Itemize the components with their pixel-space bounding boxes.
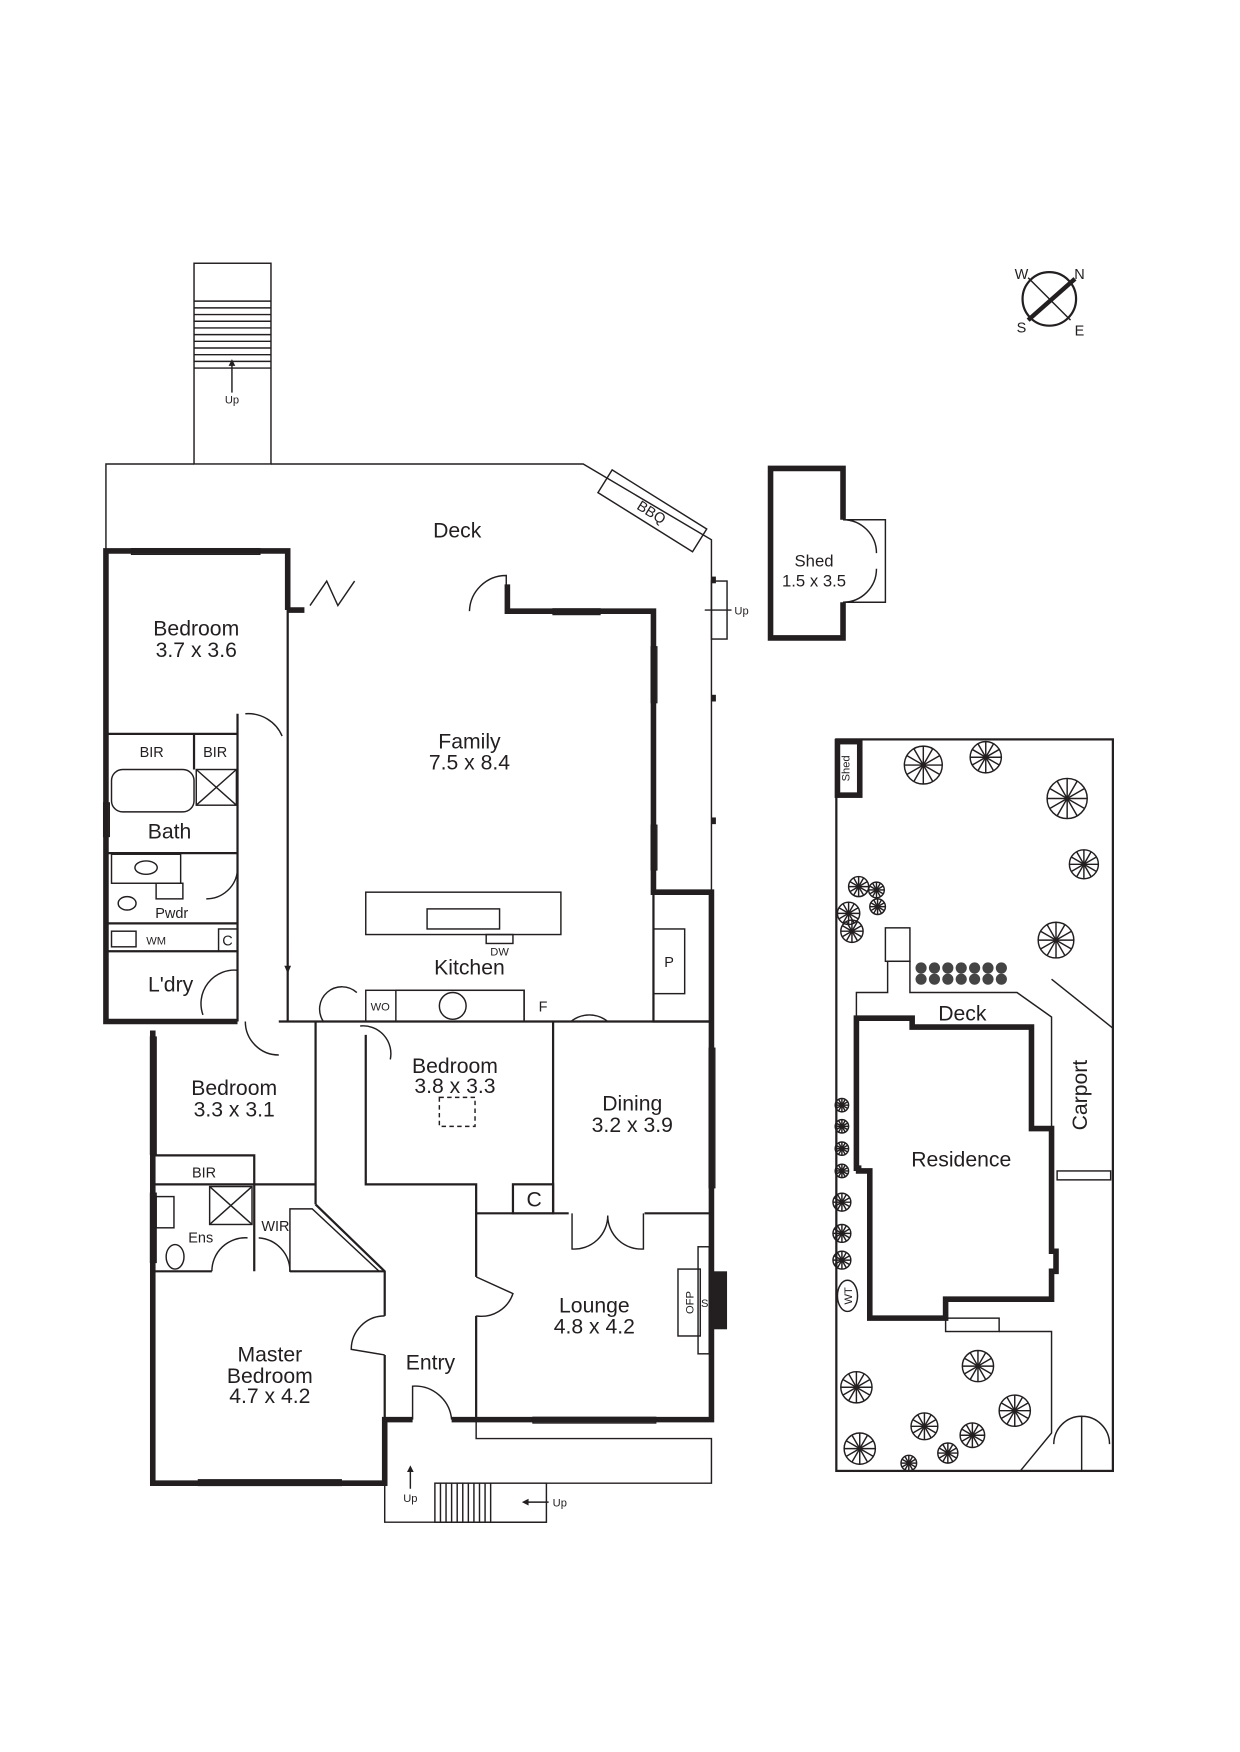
tree-icon xyxy=(832,1223,852,1244)
tree-icon xyxy=(834,1163,850,1179)
cupboard-label: C xyxy=(526,1189,541,1212)
compass-w: W xyxy=(1015,267,1029,283)
ofp-label: OFP xyxy=(685,1291,697,1314)
kitchen-label: Kitchen xyxy=(434,957,505,980)
bedroom-2-size: 3.3 x 3.1 xyxy=(194,1098,275,1121)
tree-icon xyxy=(959,1422,986,1449)
tree-icon xyxy=(869,898,887,916)
tree-icon xyxy=(843,1432,877,1465)
tree-icon xyxy=(998,1394,1032,1428)
tree-icon xyxy=(840,919,864,944)
tree-icon xyxy=(1037,921,1075,959)
stairs-up-label: Up xyxy=(225,395,239,407)
laundry-label: L'dry xyxy=(148,973,194,996)
shed: Shed 1.5 x 3.5 xyxy=(767,465,887,641)
tree-icon xyxy=(910,1412,939,1441)
bath-label: Bath xyxy=(148,821,192,844)
bedroom-1-name: Bedroom xyxy=(153,618,239,641)
shrub-icon xyxy=(982,973,994,985)
fridge-label: F xyxy=(539,999,548,1015)
stairs-up-label: Up xyxy=(553,1498,567,1510)
fixtures xyxy=(110,768,728,1523)
shrub-icon xyxy=(995,962,1007,974)
deck-label: Deck xyxy=(433,520,482,543)
cupboard-label: C xyxy=(222,934,232,950)
lounge-name: Lounge xyxy=(559,1295,630,1318)
shrub-icon xyxy=(955,962,967,974)
bir-label: BIR xyxy=(192,1166,216,1182)
entry-label: Entry xyxy=(406,1351,456,1374)
walls xyxy=(103,548,715,1523)
shrub-icon xyxy=(942,973,954,985)
compass-icon: W N S E xyxy=(1015,267,1085,340)
tree-icon xyxy=(834,1141,850,1157)
powder-label: Pwdr xyxy=(155,906,188,922)
tree-icon xyxy=(834,1118,850,1134)
dining-name: Dining xyxy=(602,1093,662,1116)
master-size: 4.7 x 4.2 xyxy=(229,1385,310,1408)
bedroom-3-size: 3.8 x 3.3 xyxy=(414,1075,495,1098)
tree-icon xyxy=(969,740,1003,774)
shrub-icon xyxy=(915,962,927,974)
master-name-1: Master xyxy=(237,1344,302,1367)
tree-icon xyxy=(1046,777,1088,820)
tree-icon xyxy=(1068,849,1100,880)
compass-n: N xyxy=(1074,267,1084,283)
family-name: Family xyxy=(438,730,501,753)
shrub-icon xyxy=(995,973,1007,985)
wall-oven-label: WO xyxy=(371,1001,391,1013)
wm-label: WM xyxy=(146,936,166,948)
master-name-2: Bedroom xyxy=(227,1365,313,1388)
tree-icon xyxy=(832,1250,852,1270)
doors xyxy=(200,574,645,1420)
windows xyxy=(102,547,716,1487)
ensuite-label: Ens xyxy=(188,1230,213,1246)
residence-label: Residence xyxy=(911,1148,1011,1171)
stairs-up-label: Up xyxy=(403,1493,417,1505)
shrub-icon xyxy=(915,973,927,985)
stairs-up-label: Up xyxy=(734,606,748,618)
site-plan: Shed Deck Carport Residence WT xyxy=(832,738,1114,1473)
tree-icon xyxy=(903,745,943,785)
rear-stairs: Up xyxy=(193,262,272,465)
bedroom-2-name: Bedroom xyxy=(191,1077,277,1100)
shrub-icon xyxy=(928,962,941,974)
tree-icon xyxy=(832,1192,852,1212)
compass-s: S xyxy=(1017,320,1027,336)
svg-text:Shed: Shed xyxy=(795,552,834,571)
family-size: 7.5 x 8.4 xyxy=(429,752,510,775)
tree-icon xyxy=(847,875,870,898)
tree-icon xyxy=(867,881,886,899)
site-shed-label: Shed xyxy=(841,755,853,781)
wir-label: WIR xyxy=(261,1219,289,1235)
tree-icon xyxy=(937,1442,959,1464)
tree-icon xyxy=(961,1349,995,1383)
tree-icons xyxy=(832,740,1100,1472)
pantry-label: P xyxy=(664,955,674,971)
shrub-icon xyxy=(982,962,994,974)
lounge-size: 4.8 x 4.2 xyxy=(554,1316,635,1339)
svg-text:BBQ: BBQ xyxy=(634,498,668,528)
shrub-icon xyxy=(942,962,954,974)
shrub-icon xyxy=(969,962,981,974)
tree-icon xyxy=(834,1097,850,1113)
bir-label: BIR xyxy=(140,745,164,761)
shrub-icon xyxy=(955,973,967,985)
s-label: S xyxy=(701,1298,708,1310)
bir-label: BIR xyxy=(203,745,227,761)
svg-text:1.5 x 3.5: 1.5 x 3.5 xyxy=(782,572,846,591)
carport-label: Carport xyxy=(1069,1060,1092,1131)
dishwasher-label: DW xyxy=(490,947,509,959)
water-tank-label: WT xyxy=(843,1287,855,1305)
compass-e: E xyxy=(1075,324,1085,340)
site-deck-label: Deck xyxy=(938,1002,987,1025)
dining-size: 3.2 x 3.9 xyxy=(592,1114,673,1137)
tree-icon xyxy=(840,1370,873,1404)
shrub-icon xyxy=(928,973,941,985)
tree-icon xyxy=(900,1454,918,1472)
shrub-icon xyxy=(969,973,981,985)
bedroom-1-size: 3.7 x 3.6 xyxy=(156,639,237,662)
bedroom-3-name: Bedroom xyxy=(412,1055,498,1078)
